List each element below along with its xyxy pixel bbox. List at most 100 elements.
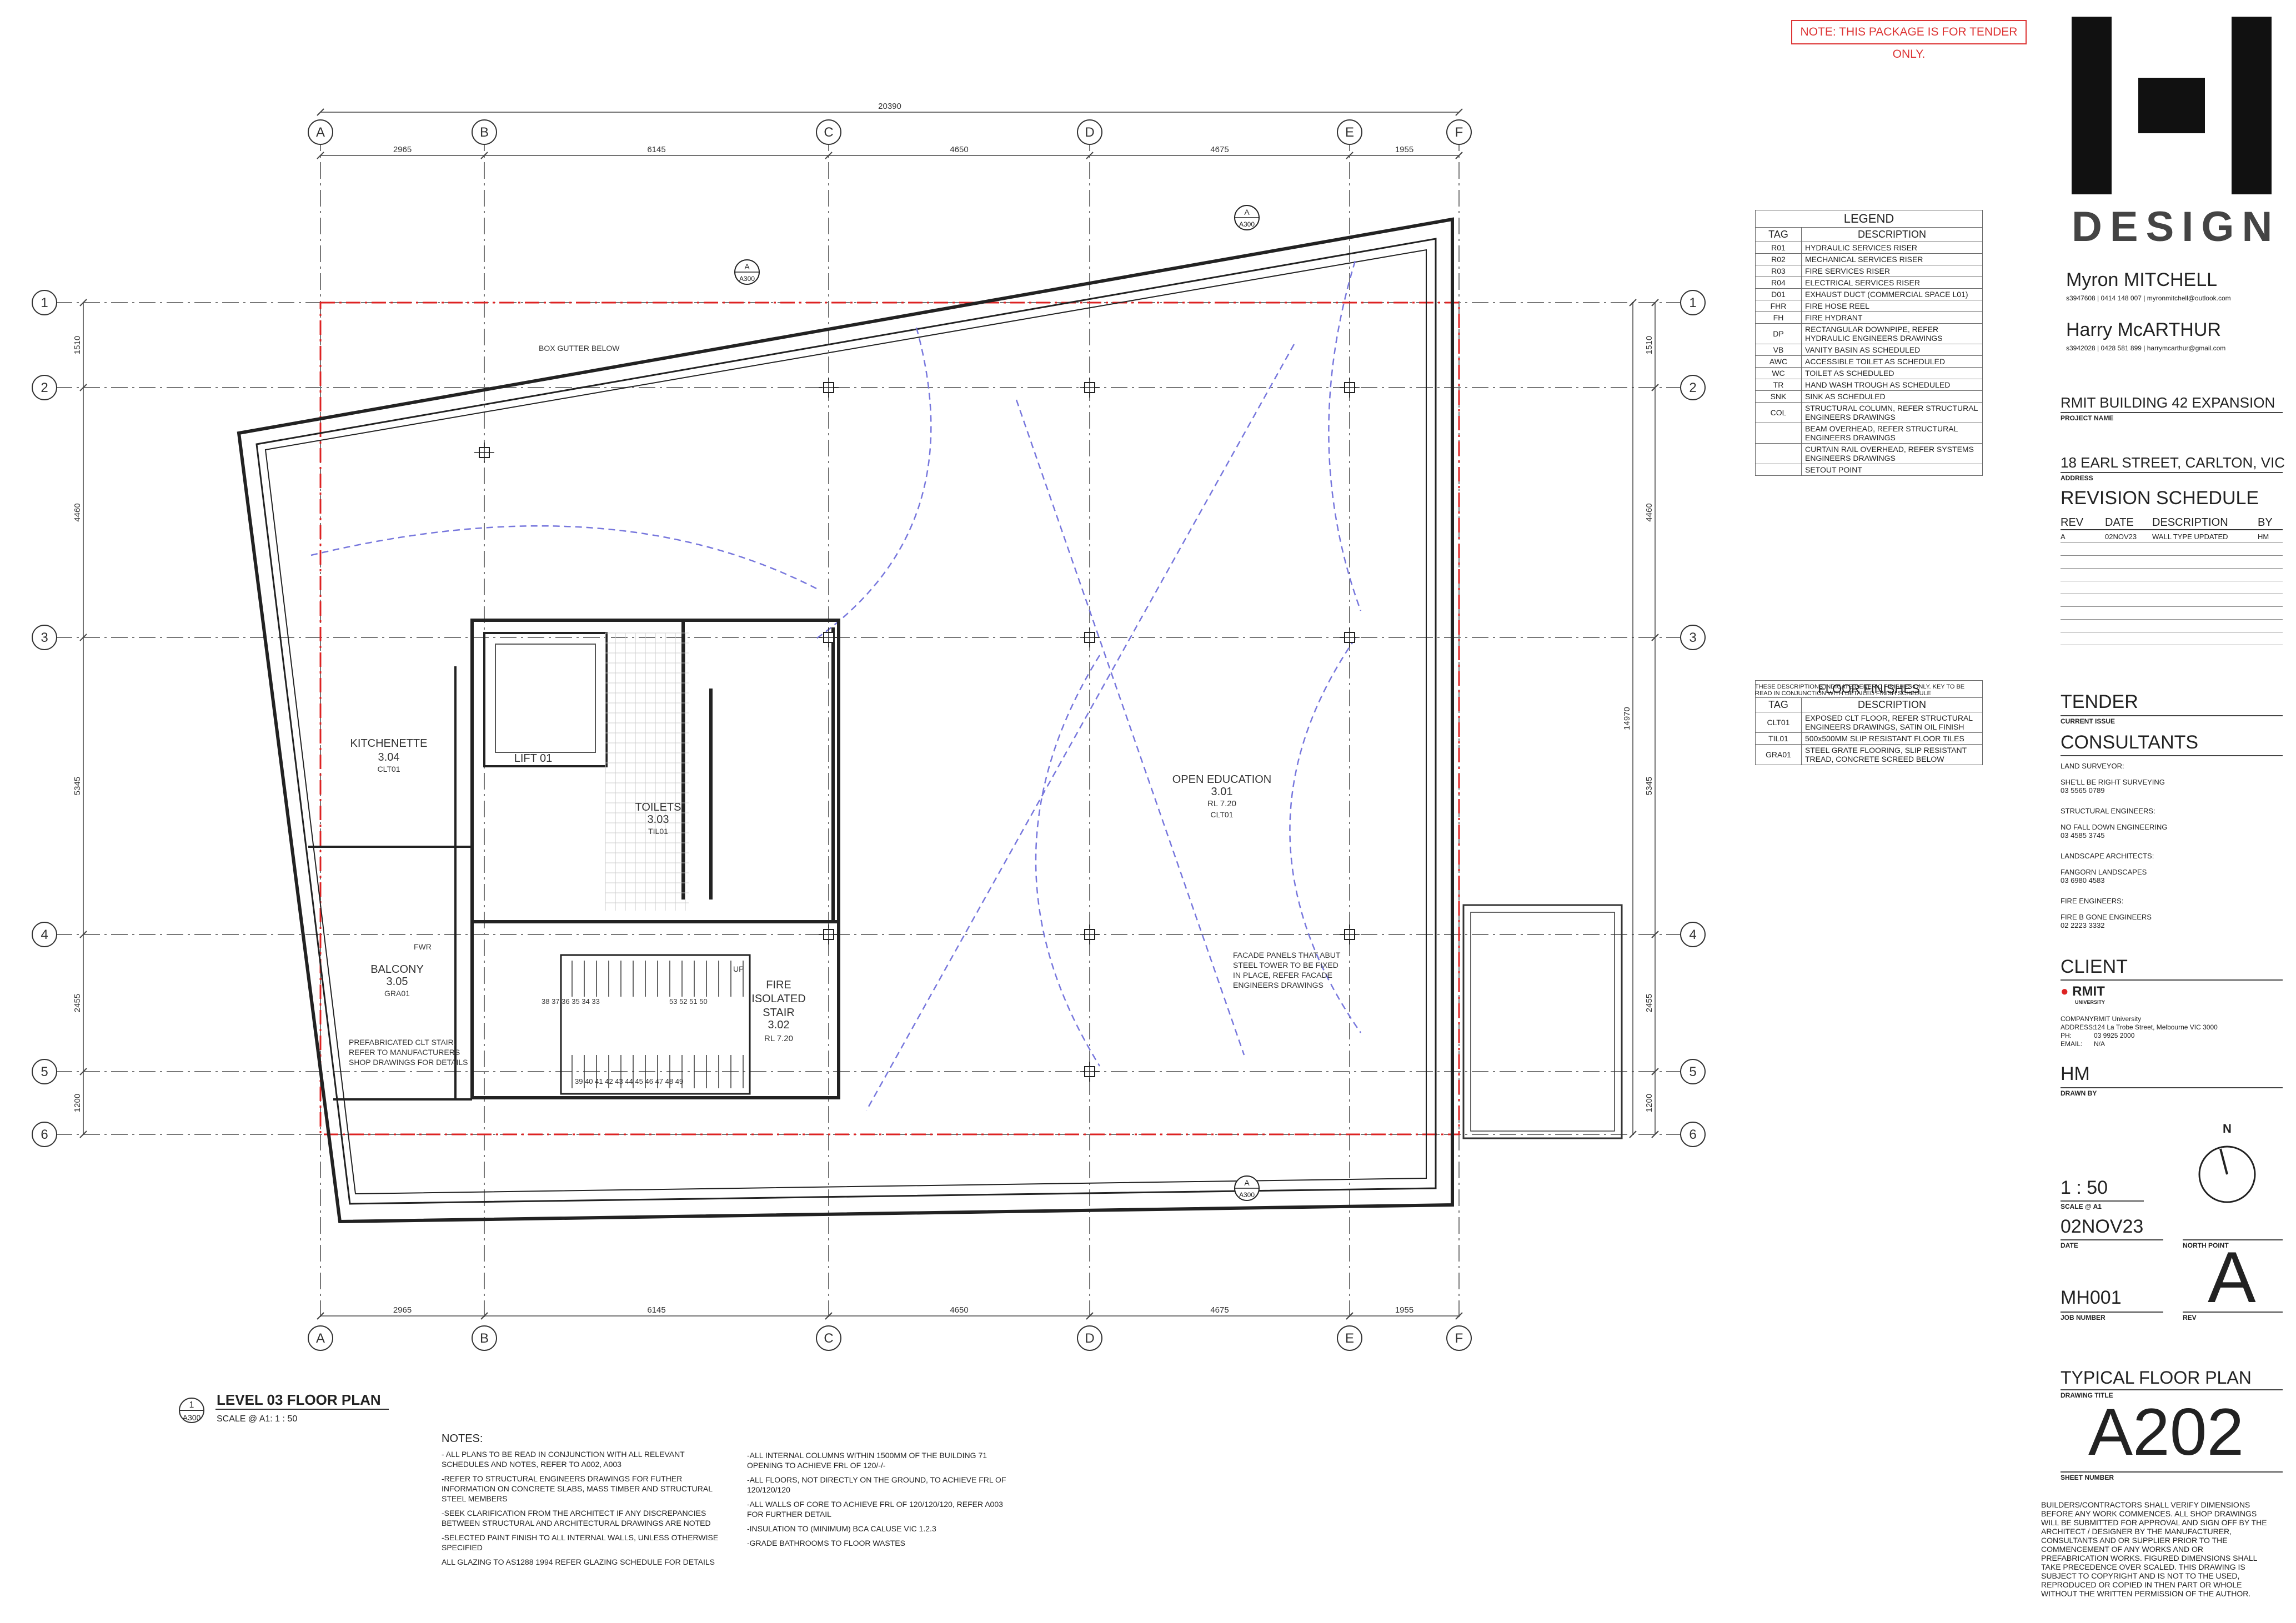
- dimension-tick: [1346, 1312, 1353, 1320]
- divider: [2061, 1471, 2283, 1473]
- dimension-text: 2455: [73, 994, 82, 1012]
- grid-label-row: 5: [41, 1064, 48, 1079]
- person-1-id: s3947608: [2066, 294, 2096, 302]
- dimension-tick: [79, 931, 87, 938]
- stair-treads-top-nums2: 53 52 51 50: [669, 997, 708, 1006]
- grid-label-col: D: [1085, 125, 1094, 140]
- legend-desc: MECHANICAL SERVICES RISER: [1801, 253, 1983, 265]
- project-name-label: PROJECT NAME: [2061, 414, 2114, 422]
- client-company-label: COMPANY:: [2061, 1015, 2096, 1023]
- grid-label-row: 3: [1689, 630, 1696, 645]
- dimension-tick: [79, 384, 87, 391]
- steel-tower-inner: [1470, 912, 1615, 1132]
- tender-note: NOTE: THIS PACKAGE IS FOR TENDER ONLY.: [1791, 20, 2027, 61]
- finishes-title: FLOOR FINISHES: [1755, 680, 1983, 698]
- logo-square: [2138, 78, 2205, 133]
- room-balcony-name: BALCONY: [370, 963, 424, 976]
- divider: [2183, 1239, 2283, 1240]
- legend-desc: RECTANGULAR DOWNPIPE, REFER HYDRAULIC EN…: [1801, 323, 1983, 344]
- revision-blank-row: [2061, 569, 2283, 581]
- legend-title: LEGEND: [1755, 210, 1983, 228]
- legend-tag: SNK: [1755, 390, 1802, 403]
- core-walls: [470, 619, 840, 1099]
- legend-tag: R03: [1755, 265, 1802, 277]
- consultant-detail: 03 5565 0789: [2061, 786, 2105, 795]
- legend-desc: FIRE SERVICES RISER: [1801, 265, 1983, 277]
- consultant-detail: 03 4585 3745: [2061, 831, 2105, 840]
- legend-desc: STRUCTURAL COLUMN, REFER STRUCTURAL ENGI…: [1801, 402, 1983, 423]
- plan-title-num: 1: [189, 1400, 194, 1410]
- disclaimer: BUILDERS/CONTRACTORS SHALL VERIFY DIMENS…: [2041, 1500, 2267, 1598]
- stair-treads: [560, 954, 751, 1095]
- divider: [2061, 979, 2283, 981]
- job-number-label: JOB NUMBER: [2061, 1314, 2105, 1321]
- dimension-tick: [79, 299, 87, 306]
- clt-stair-note-3: SHOP DRAWINGS FOR DETAILS: [349, 1058, 468, 1067]
- finishes-col-desc: DESCRIPTION: [1801, 697, 1983, 712]
- annotations: BOX GUTTER BELOW FACADE PANELS THAT ABUT…: [349, 344, 1341, 1086]
- legend-tag: FHR: [1755, 300, 1802, 312]
- person-2-email: harrymcarthur@gmail.com: [2147, 344, 2226, 352]
- site-boundary: [319, 302, 1460, 1135]
- room-open-education-name: OPEN EDUCATION: [1172, 773, 1272, 786]
- plan-title: 1 A300 LEVEL 03 FLOOR PLAN SCALE @ A1: 1…: [179, 1391, 389, 1424]
- dimension-tick: [1455, 108, 1463, 116]
- finishes-desc: EXPOSED CLT FLOOR, REFER STRUCTURAL ENGI…: [1801, 712, 1983, 733]
- room-open-education-tag: CLT01: [1211, 810, 1234, 819]
- grid-label-row: 4: [1689, 927, 1696, 942]
- fwr-label: FWR: [414, 942, 432, 951]
- grid-label-col: E: [1345, 125, 1354, 140]
- room-stair-name2: ISOLATED: [751, 993, 805, 1005]
- section-marker-sheet: A300: [739, 275, 755, 283]
- divider: [2061, 715, 2283, 716]
- balcony-walls: [308, 666, 472, 1101]
- consultant-detail: 03 6980 4583: [2061, 876, 2105, 885]
- dimension-tick: [1651, 384, 1659, 391]
- grid-label-row: 6: [41, 1127, 48, 1142]
- section-marker-sheet: A300: [1239, 1191, 1255, 1199]
- client-logo-sub: UNIVERSITY: [2075, 999, 2105, 1005]
- legend-desc: EXHAUST DUCT (COMMERCIAL SPACE L01): [1801, 288, 1983, 300]
- dimension-text: 1200: [73, 1094, 82, 1112]
- design-logo: DESIGN: [2072, 17, 2272, 250]
- north-label: N: [2223, 1122, 2232, 1135]
- consultant-detail: NO FALL DOWN ENGINEERING: [2061, 823, 2168, 831]
- note-right-2: -ALL FLOORS, NOT DIRECTLY ON THE GROUND,…: [747, 1475, 1006, 1494]
- grid-bubble-row: [1680, 625, 1706, 650]
- project-address-label: ADDRESS: [2061, 474, 2093, 482]
- dimension-text: 1955: [1395, 145, 1413, 154]
- revision-head-by: BY: [2258, 516, 2273, 529]
- dimension-text: 4675: [1210, 1305, 1229, 1315]
- legend-row: CURTAIN RAIL OVERHEAD, REFER SYSTEMS ENG…: [1755, 443, 1983, 464]
- legend-col-desc: DESCRIPTION: [1801, 227, 1983, 242]
- grid-label-col: D: [1085, 1331, 1094, 1346]
- dimension-tick: [1346, 152, 1353, 159]
- dimension-text: 5345: [1645, 777, 1654, 795]
- revision-head-desc: DESCRIPTION: [2152, 516, 2228, 529]
- revision-row-rev: A: [2061, 532, 2066, 541]
- client-email: N/A: [2094, 1040, 2105, 1048]
- client-phone: 03 9925 2000: [2094, 1032, 2135, 1039]
- plan-title-scale: SCALE @ A1: 1 : 50: [217, 1414, 297, 1424]
- legend-tag: FH: [1755, 311, 1802, 324]
- grid-bubble-col: [308, 1325, 333, 1351]
- legend-desc: BEAM OVERHEAD, REFER STRUCTURAL ENGINEER…: [1801, 423, 1983, 444]
- grid-label-col: E: [1345, 1331, 1354, 1346]
- revision-blank-row: [2061, 594, 2283, 607]
- scale-value: 1 : 50: [2061, 1177, 2108, 1198]
- general-notes: NOTES: - ALL PLANS TO BE READ IN CONJUNC…: [442, 1433, 730, 1567]
- grid-bubble-row: [1680, 375, 1706, 400]
- divider: [2061, 755, 2283, 756]
